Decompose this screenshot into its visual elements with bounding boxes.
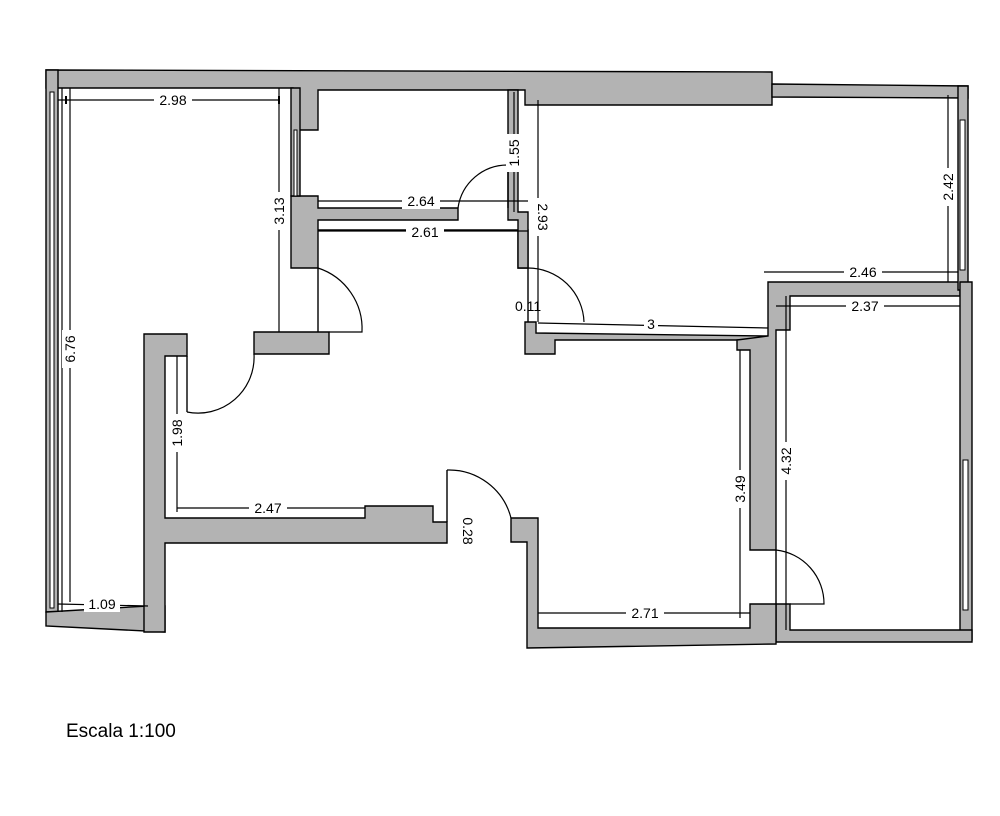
wall-bottom-right xyxy=(775,603,973,643)
wall-bottom-mid xyxy=(510,517,777,649)
dim-label-2-64: 2.64 xyxy=(407,193,434,209)
dim-label-2-98: 2.98 xyxy=(159,92,186,108)
dim-label-1-09: 1.09 xyxy=(88,596,115,612)
dim-label-3-49: 3.49 xyxy=(732,475,748,502)
dim-label-2-42: 2.42 xyxy=(940,173,956,200)
door-1-arc xyxy=(317,267,363,333)
window-left xyxy=(49,91,55,609)
window-right-upper xyxy=(959,119,966,271)
dim-label-3: 3 xyxy=(647,316,655,332)
dim-label-0-11: 0.11 xyxy=(515,298,541,314)
dim-label-2-71: 2.71 xyxy=(631,605,658,621)
dim-label-6-76: 6.76 xyxy=(62,335,78,362)
windows xyxy=(49,91,969,611)
door-2-arc xyxy=(186,353,255,414)
dim-label-1-98: 1.98 xyxy=(169,419,185,446)
dim-label-2-47: 2.47 xyxy=(254,500,281,516)
wall-stub xyxy=(253,331,330,355)
door-5-arc xyxy=(446,469,512,519)
door-3-arc xyxy=(457,164,509,209)
dim-label-3-13: 3.13 xyxy=(271,197,287,224)
scale-label: Escala 1:100 xyxy=(66,721,176,742)
dim-label-0-28: 0.28 xyxy=(460,517,476,544)
dim-label-1-55: 1.55 xyxy=(506,139,522,166)
door-6-arc xyxy=(775,549,825,605)
dim-label-2-93: 2.93 xyxy=(535,203,551,230)
window-right-lower xyxy=(962,459,969,611)
dimension-labels: 2.98 6.76 3.13 2.64 2.61 1.55 2.93 2.42 … xyxy=(62,92,956,621)
window-bath xyxy=(293,129,298,197)
dim-label-2-46: 2.46 xyxy=(849,264,876,280)
wall-bath-right xyxy=(507,89,529,269)
wall-top-right xyxy=(771,83,969,99)
dim-label-2-61: 2.61 xyxy=(411,224,438,240)
dim-label-4-32: 4.32 xyxy=(778,447,794,474)
wall-column xyxy=(736,281,961,551)
dim-label-2-37: 2.37 xyxy=(851,298,878,314)
wall-inner-left xyxy=(143,333,448,633)
